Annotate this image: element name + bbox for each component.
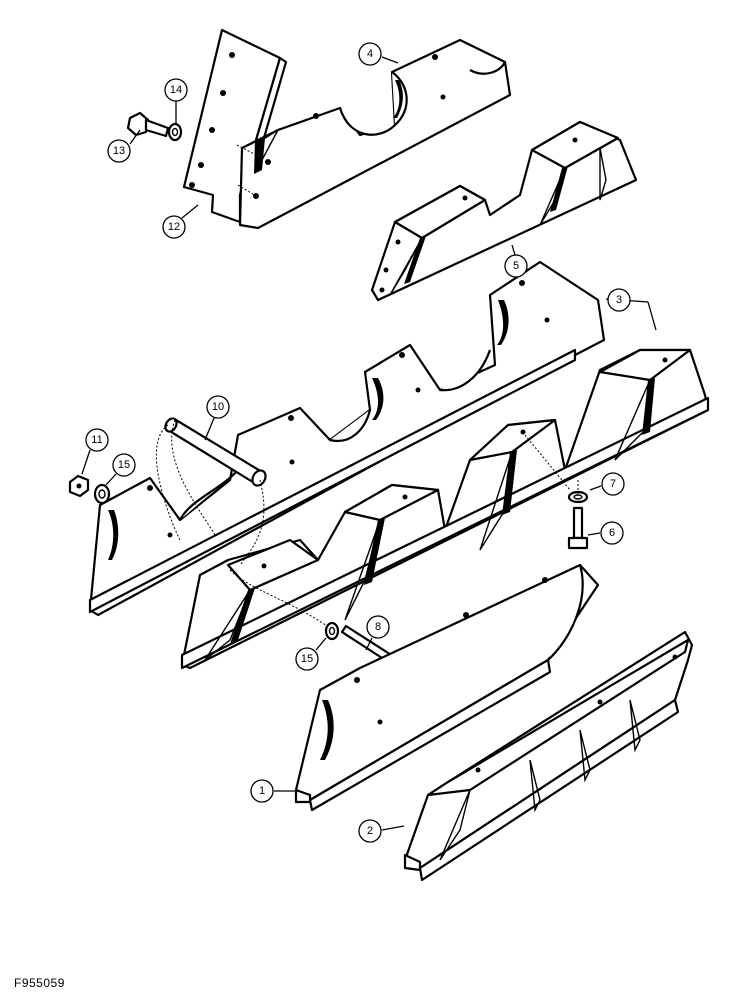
- callout-11: 11: [85, 428, 109, 452]
- part-4-rail: [238, 38, 512, 230]
- callout-5: 5: [504, 254, 528, 278]
- callout-4: 4: [358, 42, 382, 66]
- callout-3: 3: [607, 288, 631, 312]
- part-11-nut: [68, 474, 90, 498]
- callout-12: 12: [162, 215, 186, 239]
- svg-text:15: 15: [118, 459, 130, 471]
- svg-text:5: 5: [513, 260, 519, 272]
- part-13-bolt: [126, 111, 170, 138]
- callout-15-upper: 15: [112, 453, 136, 477]
- callout-10: 10: [206, 395, 230, 419]
- callout-7: 7: [601, 472, 625, 496]
- svg-text:12: 12: [168, 221, 180, 233]
- svg-text:7: 7: [610, 478, 616, 490]
- svg-text:3: 3: [616, 294, 622, 306]
- callout-14: 14: [164, 78, 188, 102]
- callout-13: 13: [107, 139, 131, 163]
- callout-2: 2: [358, 819, 382, 843]
- part-15-washer-lower: [324, 621, 340, 641]
- part-2-rail: [403, 630, 694, 882]
- callout-1: 1: [250, 779, 274, 803]
- svg-text:10: 10: [212, 401, 224, 413]
- part-14-washer: [167, 122, 183, 142]
- part-3-front-rail: [180, 348, 710, 670]
- callout-15-lower: 15: [295, 647, 319, 671]
- svg-text:11: 11: [91, 434, 102, 446]
- part-6-bolt: [567, 506, 589, 550]
- svg-text:1: 1: [259, 785, 265, 797]
- svg-text:14: 14: [170, 84, 182, 96]
- part-1-rail: [294, 563, 600, 812]
- phantom-lines: [155, 144, 579, 629]
- part-3-rear-rail: [88, 260, 606, 617]
- callout-6: 6: [600, 521, 624, 545]
- svg-text:2: 2: [367, 825, 373, 837]
- part-5-rail: [370, 120, 638, 302]
- svg-text:6: 6: [609, 527, 615, 539]
- part-10-pin: [164, 417, 267, 487]
- figure-code: F955059: [14, 976, 65, 990]
- svg-text:13: 13: [113, 145, 125, 157]
- callout-8: 8: [366, 615, 390, 639]
- part-15-washer-upper: [93, 483, 111, 505]
- svg-text:8: 8: [375, 621, 381, 633]
- svg-text:4: 4: [367, 48, 373, 60]
- svg-text:15: 15: [301, 653, 313, 665]
